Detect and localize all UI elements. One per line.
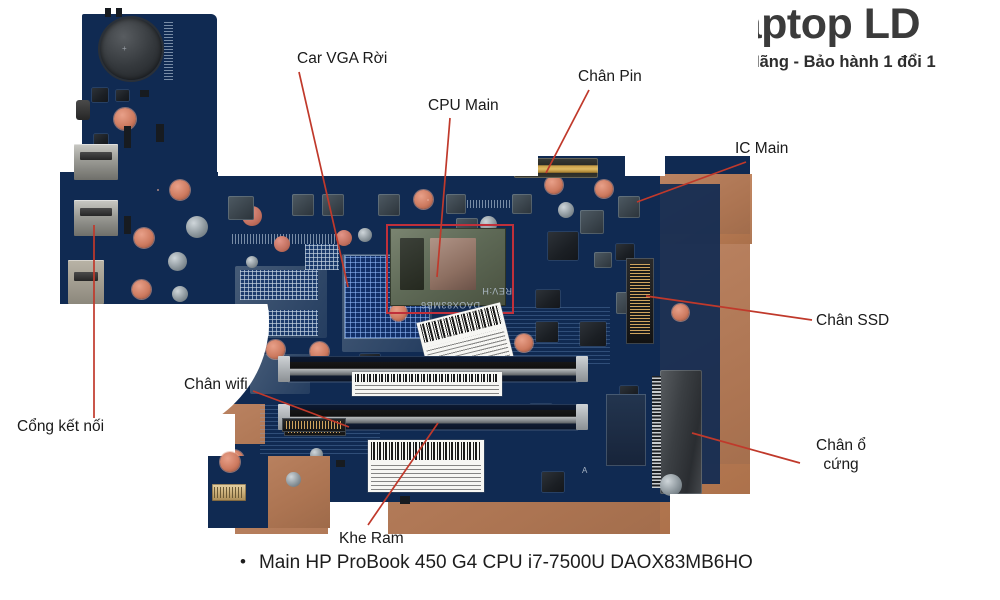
hdd-pad-area (606, 394, 646, 466)
audio-jack-port (76, 100, 90, 120)
hdmi-port (68, 260, 104, 304)
callout-chan-ssd: Chân SSD (816, 312, 890, 329)
screw-hole-tab (220, 452, 240, 472)
capacitor-7 (358, 228, 372, 242)
ic-power-1 (548, 232, 578, 260)
cpu-die-main (430, 238, 476, 290)
usb-port-upper (74, 144, 118, 180)
callout-khe-ram: Khe Ram (339, 530, 404, 547)
capacitor-2 (168, 252, 187, 271)
caption-text: Main HP ProBook 450 G4 CPU i7-7500U DAOX… (258, 552, 753, 573)
ic-bottom-1 (542, 472, 564, 492)
hdmi-port-slot (74, 272, 98, 281)
screw-hole-17 (672, 304, 689, 321)
ic-small-1 (616, 244, 634, 260)
cmos-coin-battery: + (100, 18, 162, 80)
callout-chan-o-cung: Chân ổ cứng (816, 437, 866, 473)
inductor-5 (446, 194, 466, 214)
callout-cong-ket-noi: Cổng kết nối (17, 418, 105, 435)
hdd-connector (660, 370, 702, 494)
ic-power-2 (580, 322, 606, 346)
callout-ic-main: IC Main (735, 140, 789, 157)
capacitor-13 (660, 474, 682, 496)
ffc-zif-connector-front (212, 484, 246, 501)
ram-clip-upper-right (576, 356, 588, 382)
caption-bullet: • (240, 552, 246, 571)
inductor-10 (618, 196, 640, 218)
smd-bottom-2 (400, 496, 410, 504)
callout-chan-wifi: Chân wifi (184, 376, 248, 393)
smd-left-2 (124, 216, 131, 234)
smd-arm-4 (156, 124, 164, 142)
photo-mask-bottom-right (670, 494, 760, 544)
barcode-sticker-lower (368, 440, 484, 492)
inductor-8 (512, 194, 532, 214)
ic-main-chip (536, 290, 560, 308)
screw-hole-14 (595, 180, 613, 198)
capacitor-1 (186, 216, 208, 238)
photo-mask-mid-right (625, 154, 665, 176)
usb-port-upper-slot (80, 152, 112, 160)
ic-power-3 (536, 322, 558, 342)
screw-hole-arm (114, 108, 136, 130)
screw-hole-2 (134, 228, 154, 248)
screw-hole-9 (414, 190, 433, 209)
smd-left-1 (124, 126, 131, 148)
smd-arm-2 (116, 8, 122, 17)
ic-arm-3 (94, 134, 108, 146)
usb-port-lower-slot (80, 208, 112, 216)
capacitor-3 (172, 286, 188, 302)
silk-revision-text: REV:H (481, 286, 512, 296)
pad-array-3 (305, 244, 339, 270)
capacitor-15 (286, 472, 301, 487)
inductor-2 (292, 194, 314, 216)
smd-arm-3 (140, 90, 149, 97)
barcode-sticker-ram (352, 372, 502, 396)
motherboard-photo: + (60, 4, 760, 544)
screw-hole-3 (132, 280, 151, 299)
inductor-4 (378, 194, 400, 216)
ic-arm-1 (92, 88, 108, 102)
smd-arm-1 (105, 8, 111, 17)
pad-array-1 (240, 270, 318, 300)
ic-arm-2 (116, 90, 129, 101)
callout-cpu-main: CPU Main (428, 97, 499, 114)
silk-hatch-1 (232, 234, 352, 244)
inductor-1 (228, 196, 254, 220)
capacitor-5 (274, 236, 290, 252)
cpu-die-secondary (400, 238, 424, 290)
ram-clip-upper-left (278, 356, 290, 382)
ram-clip-lower-right (576, 404, 588, 430)
callout-chan-pin: Chân Pin (578, 68, 642, 85)
usb-port-lower (74, 200, 118, 236)
silk-model-text: DAOX83MB6 (420, 300, 480, 310)
silk-arm-pads (164, 20, 173, 80)
capacitor-6 (336, 230, 352, 246)
m2-ssd-slot (626, 258, 654, 344)
inductor-12 (594, 252, 612, 268)
capacitor-10 (558, 202, 574, 218)
smd-bottom-1 (336, 460, 345, 467)
caption: • Main HP ProBook 450 G4 CPU i7-7500U DA… (240, 551, 753, 575)
silk-hatch-2 (452, 200, 522, 208)
screw-hole-11 (515, 334, 533, 352)
m2-wifi-slot-front (282, 418, 346, 432)
inductor-9 (580, 210, 604, 234)
screw-hole-13 (545, 176, 563, 194)
hdd-connector-pins (652, 376, 661, 488)
inductor-3 (322, 194, 344, 216)
callout-car-vga-roi: Car VGA Rời (297, 50, 388, 67)
capacitor-14 (246, 256, 258, 268)
screw-hole-1 (170, 180, 190, 200)
screw-hole-6 (266, 340, 285, 359)
photo-mask-left-low (60, 414, 235, 544)
photo-mask-top-right (218, 4, 538, 176)
